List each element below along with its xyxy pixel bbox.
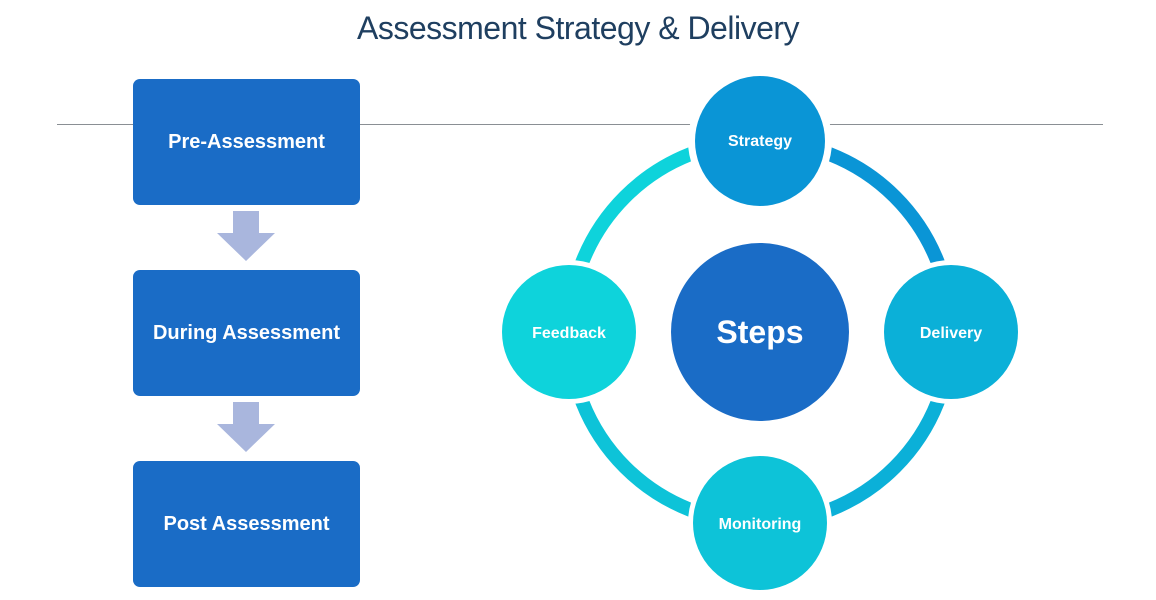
monitoring-label: Monitoring [719,516,802,533]
center-circle [671,243,849,421]
delivery-node [884,265,1018,399]
feedback-node [502,265,636,399]
during-assessment-box: During Assessment [133,270,360,396]
divider-line [57,124,1103,125]
page-title: Assessment Strategy & Delivery [356,10,800,46]
center-label: Steps [716,314,803,350]
strategy-label: Strategy [728,133,792,150]
strategy-node [695,76,825,206]
down-arrow-icon [217,211,275,261]
monitoring-node [693,456,827,590]
feedback-label: Feedback [532,325,606,342]
post-assessment-label: Post Assessment [163,512,330,535]
post-assessment-box: Post Assessment [133,461,360,587]
down-arrow-icon [217,402,275,452]
pre-assessment-box: Pre-Assessment [133,79,360,205]
during-assessment-label: During Assessment [152,321,341,344]
pre-assessment-label: Pre-Assessment [168,130,325,153]
delivery-label: Delivery [920,325,982,342]
